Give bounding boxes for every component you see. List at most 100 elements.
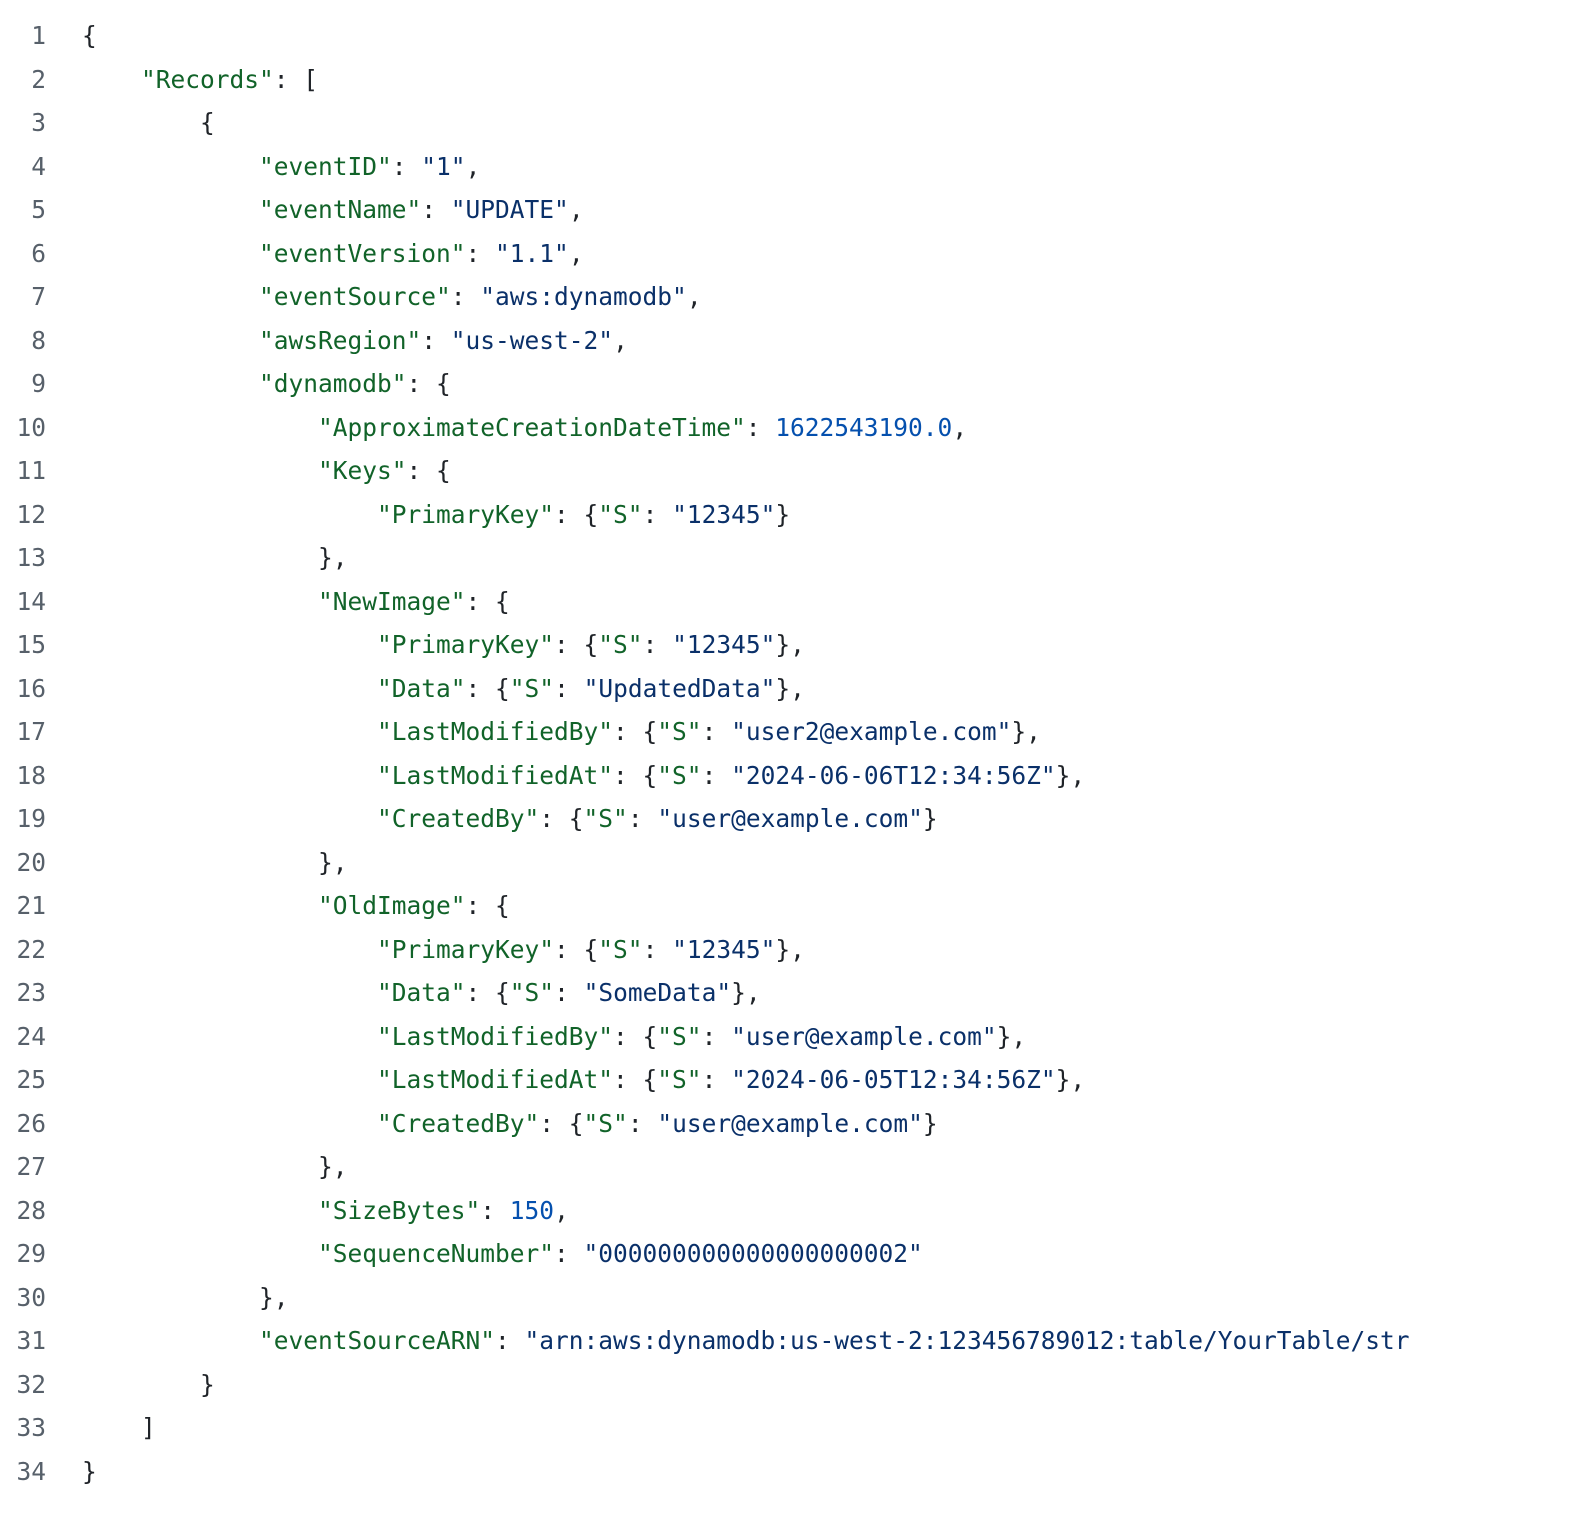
json-punctuation: : [391,151,422,181]
indent [82,674,377,703]
indent [82,1196,318,1225]
json-punctuation: : [ [273,64,319,94]
json-punctuation: }, [318,543,348,573]
indent [82,1022,377,1051]
json-punctuation: : { [613,1021,658,1051]
json-string: "2024-06-06T12:34:56Z" [731,760,1056,790]
code-line: 9 "dynamodb": { [0,362,1596,406]
indent [82,1152,318,1181]
json-key: "Keys" [318,456,407,486]
code-editor[interactable]: 1{2 "Records": [3 {4 "eventID": "1",5 "e… [0,14,1596,1493]
json-punctuation: { [82,21,97,51]
code-line: 33 ] [0,1406,1596,1450]
indent [82,108,200,137]
json-punctuation: : { [406,369,451,399]
json-punctuation: : [554,673,584,703]
code-text: "OldImage": { [82,891,1596,920]
indent [82,891,318,920]
code-text: }, [82,1152,1596,1181]
line-number: 3 [31,108,46,138]
line-number: 34 [16,1456,46,1486]
indent [82,1109,377,1138]
indent [82,500,377,529]
json-punctuation: : [701,1021,732,1051]
json-punctuation: : [421,325,451,355]
line-number: 25 [16,1065,46,1095]
line-number: 6 [31,238,46,268]
code-text: "PrimaryKey": {"S": "12345"} [82,500,1596,529]
code-line: 30 }, [0,1276,1596,1320]
json-key: "S" [657,760,702,790]
code-line: 23 "Data": {"S": "SomeData"}, [0,971,1596,1015]
code-text: "eventSource": "aws:dynamodb", [82,282,1596,311]
indent [82,804,377,833]
json-string: "000000000000000000002" [583,1239,923,1269]
json-punctuation: : [745,412,776,442]
indent [82,413,318,442]
indent [82,587,318,616]
json-key: "S" [509,673,555,703]
line-number: 2 [31,64,46,94]
json-key: "NewImage" [318,586,466,616]
code-text: } [82,1457,1596,1486]
line-number: 14 [16,586,46,616]
json-string: "UpdatedData" [583,673,776,703]
json-key: "S" [583,1108,628,1138]
code-line: 2 "Records": [ [0,58,1596,102]
line-number: 11 [16,456,46,486]
json-punctuation: : [701,760,732,790]
json-punctuation: }, [259,1282,289,1312]
indent [82,326,259,355]
json-key: "eventID" [259,151,392,181]
json-punctuation: : [450,282,481,312]
json-key: "S" [598,630,643,660]
json-key: "S" [657,1065,702,1095]
json-punctuation: } [775,499,791,529]
json-key: "Data" [377,978,466,1008]
code-text: "SizeBytes": 150, [82,1196,1596,1225]
code-line: 6 "eventVersion": "1.1", [0,232,1596,276]
json-key: "eventSourceARN" [259,1326,496,1356]
code-text: "eventID": "1", [82,152,1596,181]
code-line: 19 "CreatedBy": {"S": "user@example.com"… [0,797,1596,841]
code-line: 28 "SizeBytes": 150, [0,1189,1596,1233]
json-punctuation: , [465,151,481,181]
line-number: 10 [16,412,46,442]
json-key: "S" [583,804,628,834]
code-text: "eventSourceARN": "arn:aws:dynamodb:us-w… [82,1326,1596,1355]
json-string: "us-west-2" [450,325,614,355]
line-number: 30 [16,1282,46,1312]
line-number: 5 [31,195,46,225]
indent [82,848,318,877]
json-punctuation: } [922,804,938,834]
json-key: "S" [657,1021,702,1051]
code-line: 7 "eventSource": "aws:dynamodb", [0,275,1596,319]
indent [82,1283,259,1312]
line-number: 17 [16,717,46,747]
json-punctuation: : { [613,717,658,747]
indent [82,282,259,311]
code-line: 29 "SequenceNumber": "000000000000000000… [0,1232,1596,1276]
indent [82,978,377,1007]
json-punctuation: : { [613,1065,658,1095]
json-punctuation: : { [406,456,451,486]
code-line: 11 "Keys": { [0,449,1596,493]
code-line: 18 "LastModifiedAt": {"S": "2024-06-06T1… [0,754,1596,798]
code-text: { [82,108,1596,137]
code-line: 25 "LastModifiedAt": {"S": "2024-06-05T1… [0,1058,1596,1102]
json-key: "S" [509,978,555,1008]
json-key: "S" [657,717,702,747]
json-punctuation: , [952,412,968,442]
line-number: 4 [31,151,46,181]
json-punctuation: : [465,238,496,268]
line-number: 28 [16,1195,46,1225]
code-text: "PrimaryKey": {"S": "12345"}, [82,935,1596,964]
code-line: 34} [0,1450,1596,1494]
json-key: "PrimaryKey" [377,499,555,529]
json-key: "PrimaryKey" [377,934,555,964]
line-number: 21 [16,891,46,921]
json-punctuation: }, [1055,760,1086,790]
indent [82,1239,318,1268]
indent [82,630,377,659]
line-number: 24 [16,1021,46,1051]
